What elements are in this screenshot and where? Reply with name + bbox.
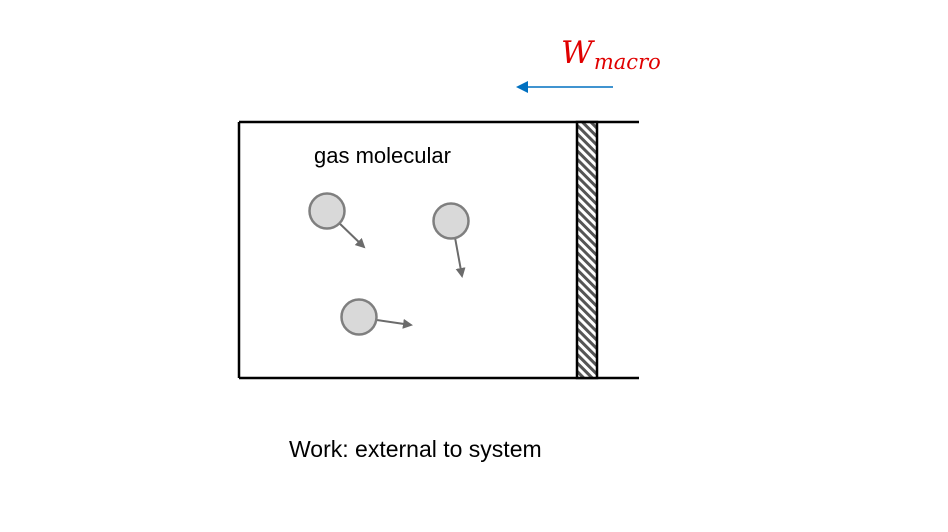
molecule-circle — [308, 192, 346, 230]
work-label: Wmacro — [561, 35, 661, 73]
velocity-arrow — [335, 219, 366, 249]
velocity-arrow — [453, 231, 466, 278]
molecule — [432, 202, 470, 278]
molecule — [308, 192, 366, 249]
piston — [575, 120, 599, 380]
work-symbol: W — [561, 35, 593, 71]
molecule-circle — [340, 298, 378, 336]
gas-container — [237, 120, 639, 380]
molecule-circle — [432, 202, 470, 240]
work-subscript: macro — [593, 50, 661, 74]
gas-label: gas molecular — [314, 143, 451, 168]
caption: Work: external to system — [289, 436, 542, 462]
molecule — [340, 298, 413, 336]
